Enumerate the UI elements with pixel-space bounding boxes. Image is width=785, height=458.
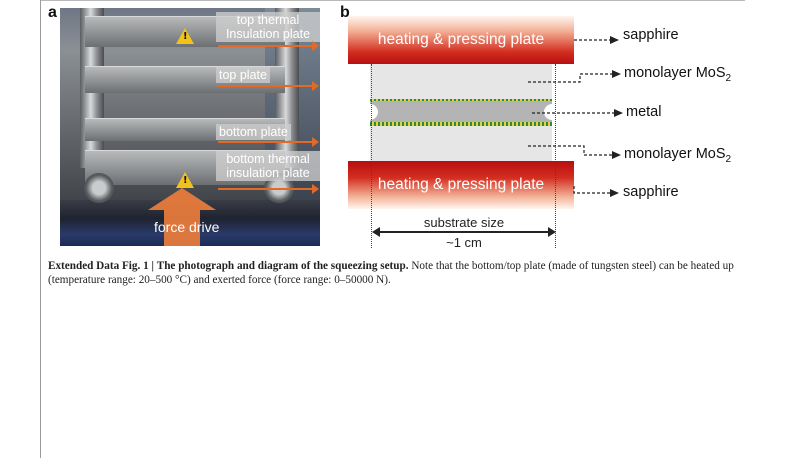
arrow-top-plate — [218, 81, 319, 91]
top-sapphire-substrate — [370, 64, 552, 101]
force-drive-label: force drive — [154, 219, 220, 235]
force-drive-arrow-head — [148, 188, 216, 210]
callout-sapphire-top: sapphire — [623, 27, 679, 43]
press-photograph: top thermal Insulation plate top plate b… — [60, 8, 320, 246]
metal-notch-left — [362, 104, 378, 120]
caption-body: Note that the bottom/top plate (made of … — [48, 260, 734, 286]
left-margin-rule — [40, 0, 41, 458]
panel-a-label: a — [48, 4, 57, 21]
arrow-bottom-plate — [218, 137, 319, 147]
panel-b-label: b — [340, 4, 350, 21]
substrate-edge-guide-left — [371, 64, 372, 248]
hot-surface-warning-icon — [176, 172, 194, 188]
callout-metal: metal — [626, 104, 662, 120]
force-drive-arrow-stem — [164, 210, 200, 246]
top-rule — [40, 0, 745, 1]
substrate-size-label: substrate size — [423, 215, 505, 230]
press-wheel-left — [84, 173, 114, 203]
callout-monolayer-mos2-top: monolayer MoS2 — [624, 65, 732, 84]
metal-notch-right — [544, 104, 560, 120]
label-bottom-thermal-insulation-plate: bottom thermal insulation plate — [216, 151, 320, 181]
hot-surface-warning-icon — [176, 28, 194, 44]
label-top-thermal-insulation-plate: top thermal Insulation plate — [216, 12, 320, 42]
top-heating-pressing-plate: heating & pressing plate — [348, 16, 574, 64]
substrate-size-dimension-arrow — [372, 228, 556, 236]
bottom-monolayer-mos2 — [370, 122, 552, 126]
caption-figure-id: Extended Data Fig. 1 | — [48, 260, 154, 272]
callout-sapphire-bottom: sapphire — [623, 184, 679, 200]
bottom-sapphire-substrate — [370, 126, 552, 161]
arrow-bottom-insulation-plate — [218, 184, 319, 194]
substrate-edge-guide-right — [555, 64, 556, 248]
substrate-size-value: ~1 cm — [446, 235, 482, 250]
label-top-plate: top plate — [216, 67, 270, 83]
caption-title: The photograph and diagram of the squeez… — [156, 260, 409, 272]
arrow-top-insulation-plate — [218, 41, 319, 51]
bottom-heating-pressing-plate: heating & pressing plate — [348, 161, 574, 209]
label-bottom-plate: bottom plate — [216, 124, 291, 140]
callout-monolayer-mos2-bottom: monolayer MoS2 — [624, 146, 732, 165]
figure-caption: Extended Data Fig. 1 | The photograph an… — [48, 260, 748, 287]
metal-layer — [370, 101, 552, 122]
